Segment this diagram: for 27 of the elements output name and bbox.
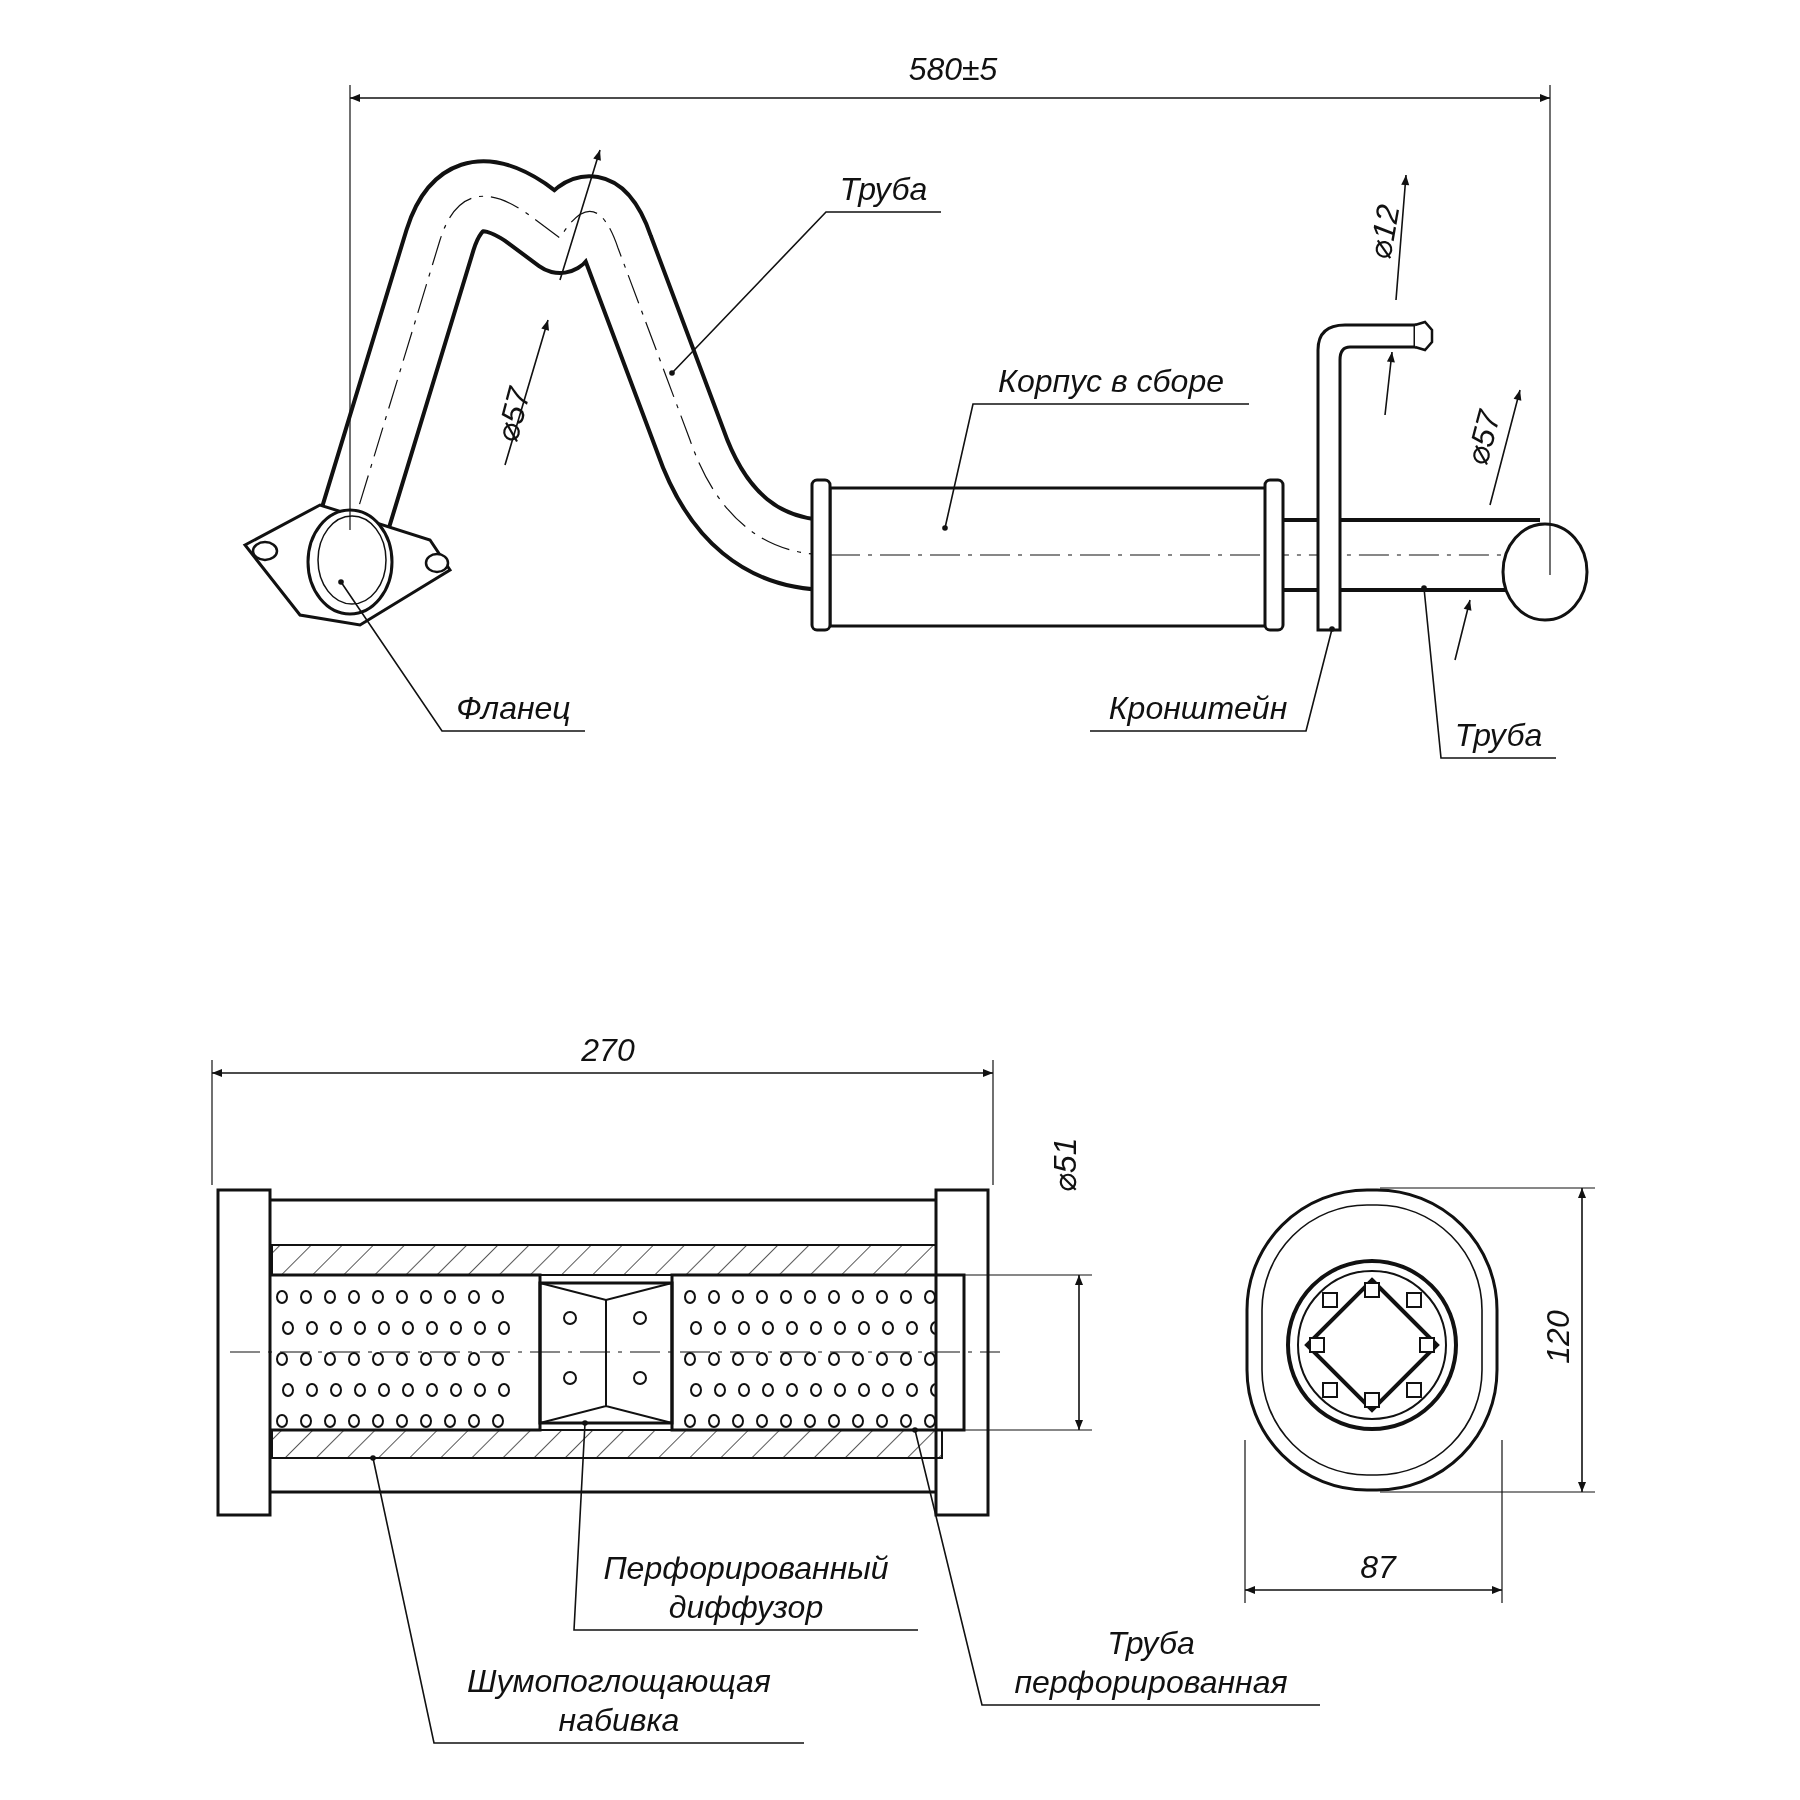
part-label: Фланец (442, 691, 585, 731)
leader-line (942, 403, 1250, 531)
part-label: Шумопоглощающая набивка (434, 1655, 804, 1743)
dimension-label: 270 (581, 1031, 635, 1069)
part-label: Труба (826, 172, 941, 212)
sound-absorbing-packing (271, 1429, 943, 1459)
perforated-tube (670, 1273, 966, 1432)
part-label: Труба (1441, 718, 1556, 758)
perforated-diffuser (538, 1281, 674, 1425)
leader-line (573, 1420, 919, 1631)
part-label: Труба перфорированная (982, 1617, 1320, 1705)
leader-line (1089, 626, 1335, 732)
dimension-label: ⌀57 (1457, 406, 1509, 470)
dimension-label: ⌀51 (1046, 1137, 1084, 1193)
part-label: Кронштейн (1090, 691, 1306, 731)
part-label: Корпус в сборе (973, 364, 1249, 404)
dimension-label: 580±5 (908, 50, 998, 88)
leader-line (912, 1427, 1321, 1706)
leader-line (669, 211, 942, 376)
dimension-label: ⌀12 (1360, 201, 1408, 263)
dimension-label: 87 (1360, 1548, 1396, 1586)
part-label: Перфорированный диффузор (574, 1542, 918, 1630)
dimension-label: 120 (1539, 1310, 1577, 1364)
leader-line (370, 1455, 805, 1744)
leader-line (1421, 585, 1557, 759)
dimension-label: ⌀57 (487, 383, 539, 447)
leader-line (338, 579, 586, 732)
